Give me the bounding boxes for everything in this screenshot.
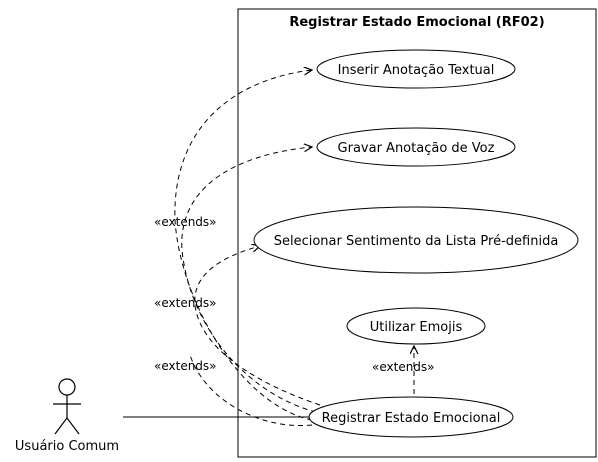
actor-label: Usuário Comum xyxy=(15,439,119,454)
extends-label: «extends» xyxy=(154,215,217,229)
actor-head xyxy=(58,378,76,396)
extend-arrow-selecionar xyxy=(194,246,321,406)
extend-arrow-selecionar-2 xyxy=(189,354,313,427)
actor-right-leg xyxy=(66,417,80,435)
use-case-label: Inserir Anotação Textual xyxy=(338,63,495,78)
use-case-gravar-anotacao-de-voz[interactable]: Gravar Anotação de Voz xyxy=(316,127,516,167)
use-case-utilizar-emojis[interactable]: Utilizar Emojis xyxy=(346,307,486,345)
use-case-inserir-anotacao-textual[interactable]: Inserir Anotação Textual xyxy=(316,49,516,89)
use-case-label: Registrar Estado Emocional xyxy=(322,411,501,426)
extends-label: «extends» xyxy=(154,296,217,310)
use-case-label: Selecionar Sentimento da Lista Pré-defin… xyxy=(274,234,559,249)
system-title: Registrar Estado Emocional (RF02) xyxy=(289,15,544,30)
system-boundary xyxy=(237,8,597,458)
extend-arrow-inserir xyxy=(174,70,312,421)
actor-usuario-comum[interactable]: Usuário Comum xyxy=(15,378,119,454)
actor-left-leg xyxy=(54,417,68,435)
use-case-label: Gravar Anotação de Voz xyxy=(338,141,495,156)
extends-label: «extends» xyxy=(372,360,435,374)
use-case-label: Utilizar Emojis xyxy=(370,320,463,335)
use-case-registrar-estado-emocional[interactable]: Registrar Estado Emocional xyxy=(308,396,514,438)
extends-label: «extends» xyxy=(154,359,217,373)
extend-arrow-gravar xyxy=(181,147,317,413)
use-case-selecionar-sentimento[interactable]: Selecionar Sentimento da Lista Pré-defin… xyxy=(253,206,579,274)
